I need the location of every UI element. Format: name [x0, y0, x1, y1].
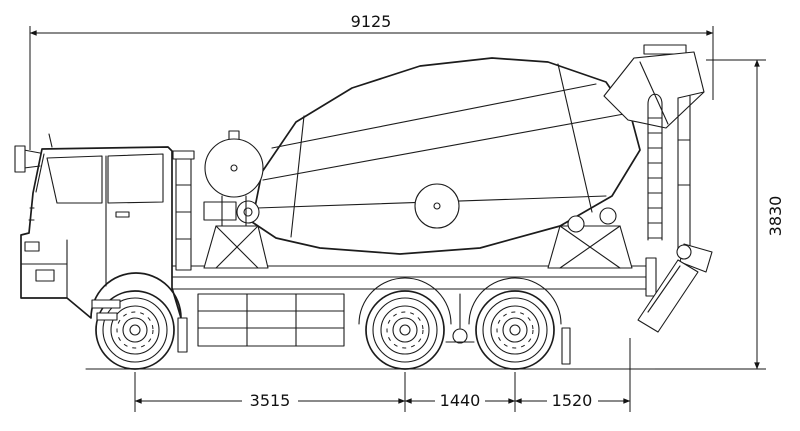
- antenna: [48, 133, 53, 148]
- side-mirror: [14, 145, 26, 173]
- drum-drive-pedestal: [203, 200, 269, 269]
- drum-facet-line: [262, 113, 625, 181]
- dimension-axle-spacing: 3515 1440 1520: [134, 338, 631, 412]
- hydraulic-motor: [203, 201, 237, 221]
- mid-wheel: [365, 290, 445, 370]
- front-mudflap: [177, 317, 188, 353]
- rear-ladder: [647, 93, 663, 241]
- air-intake-stack: [172, 150, 195, 271]
- dimension-overall-length: 9125: [29, 12, 714, 150]
- drum-facet-line: [271, 83, 597, 149]
- windshield-edge: [35, 153, 45, 193]
- cab-step: [91, 299, 121, 309]
- drum-cone-transition-front: [290, 115, 305, 238]
- cab: [14, 133, 188, 353]
- chassis-frame: [171, 257, 657, 365]
- support-roller: [599, 207, 617, 225]
- chute-pivot: [676, 244, 692, 260]
- rear-wheel: [475, 290, 555, 370]
- dimension-overall-height: 3830: [655, 59, 785, 370]
- front-wheel: [95, 290, 175, 370]
- rear-mudflap: [561, 327, 571, 365]
- rear-frame-and-chute: [637, 91, 713, 333]
- rear-axle-to-rear-point-value: 1520: [552, 391, 593, 410]
- door-window: [107, 153, 164, 204]
- mirror-arm: [23, 165, 41, 169]
- discharge-chute-lower: [637, 259, 699, 333]
- rear-frame-plate: [645, 257, 657, 297]
- support-roller: [567, 215, 585, 233]
- cab-side-window: [46, 155, 103, 204]
- ladder-handrail: [647, 93, 663, 105]
- side-equipment-box: [197, 293, 345, 347]
- door-handle: [115, 211, 130, 218]
- charging-hopper: [603, 44, 705, 129]
- water-tank: [204, 130, 264, 227]
- mid-fender: [358, 277, 452, 325]
- drum-rear-support: [547, 207, 633, 269]
- drum-cone-transition-rear: [557, 63, 593, 213]
- cab-step: [96, 312, 118, 321]
- mirror-arm: [23, 149, 41, 154]
- mid-to-rear-axle-value: 1440: [440, 391, 481, 410]
- overall-length-value: 9125: [351, 12, 392, 31]
- front-to-mid-axle-value: 3515: [250, 391, 291, 410]
- headlight: [24, 241, 40, 252]
- rear-fender: [468, 277, 562, 325]
- license-plate: [35, 269, 55, 282]
- overall-height-value: 3830: [766, 196, 785, 237]
